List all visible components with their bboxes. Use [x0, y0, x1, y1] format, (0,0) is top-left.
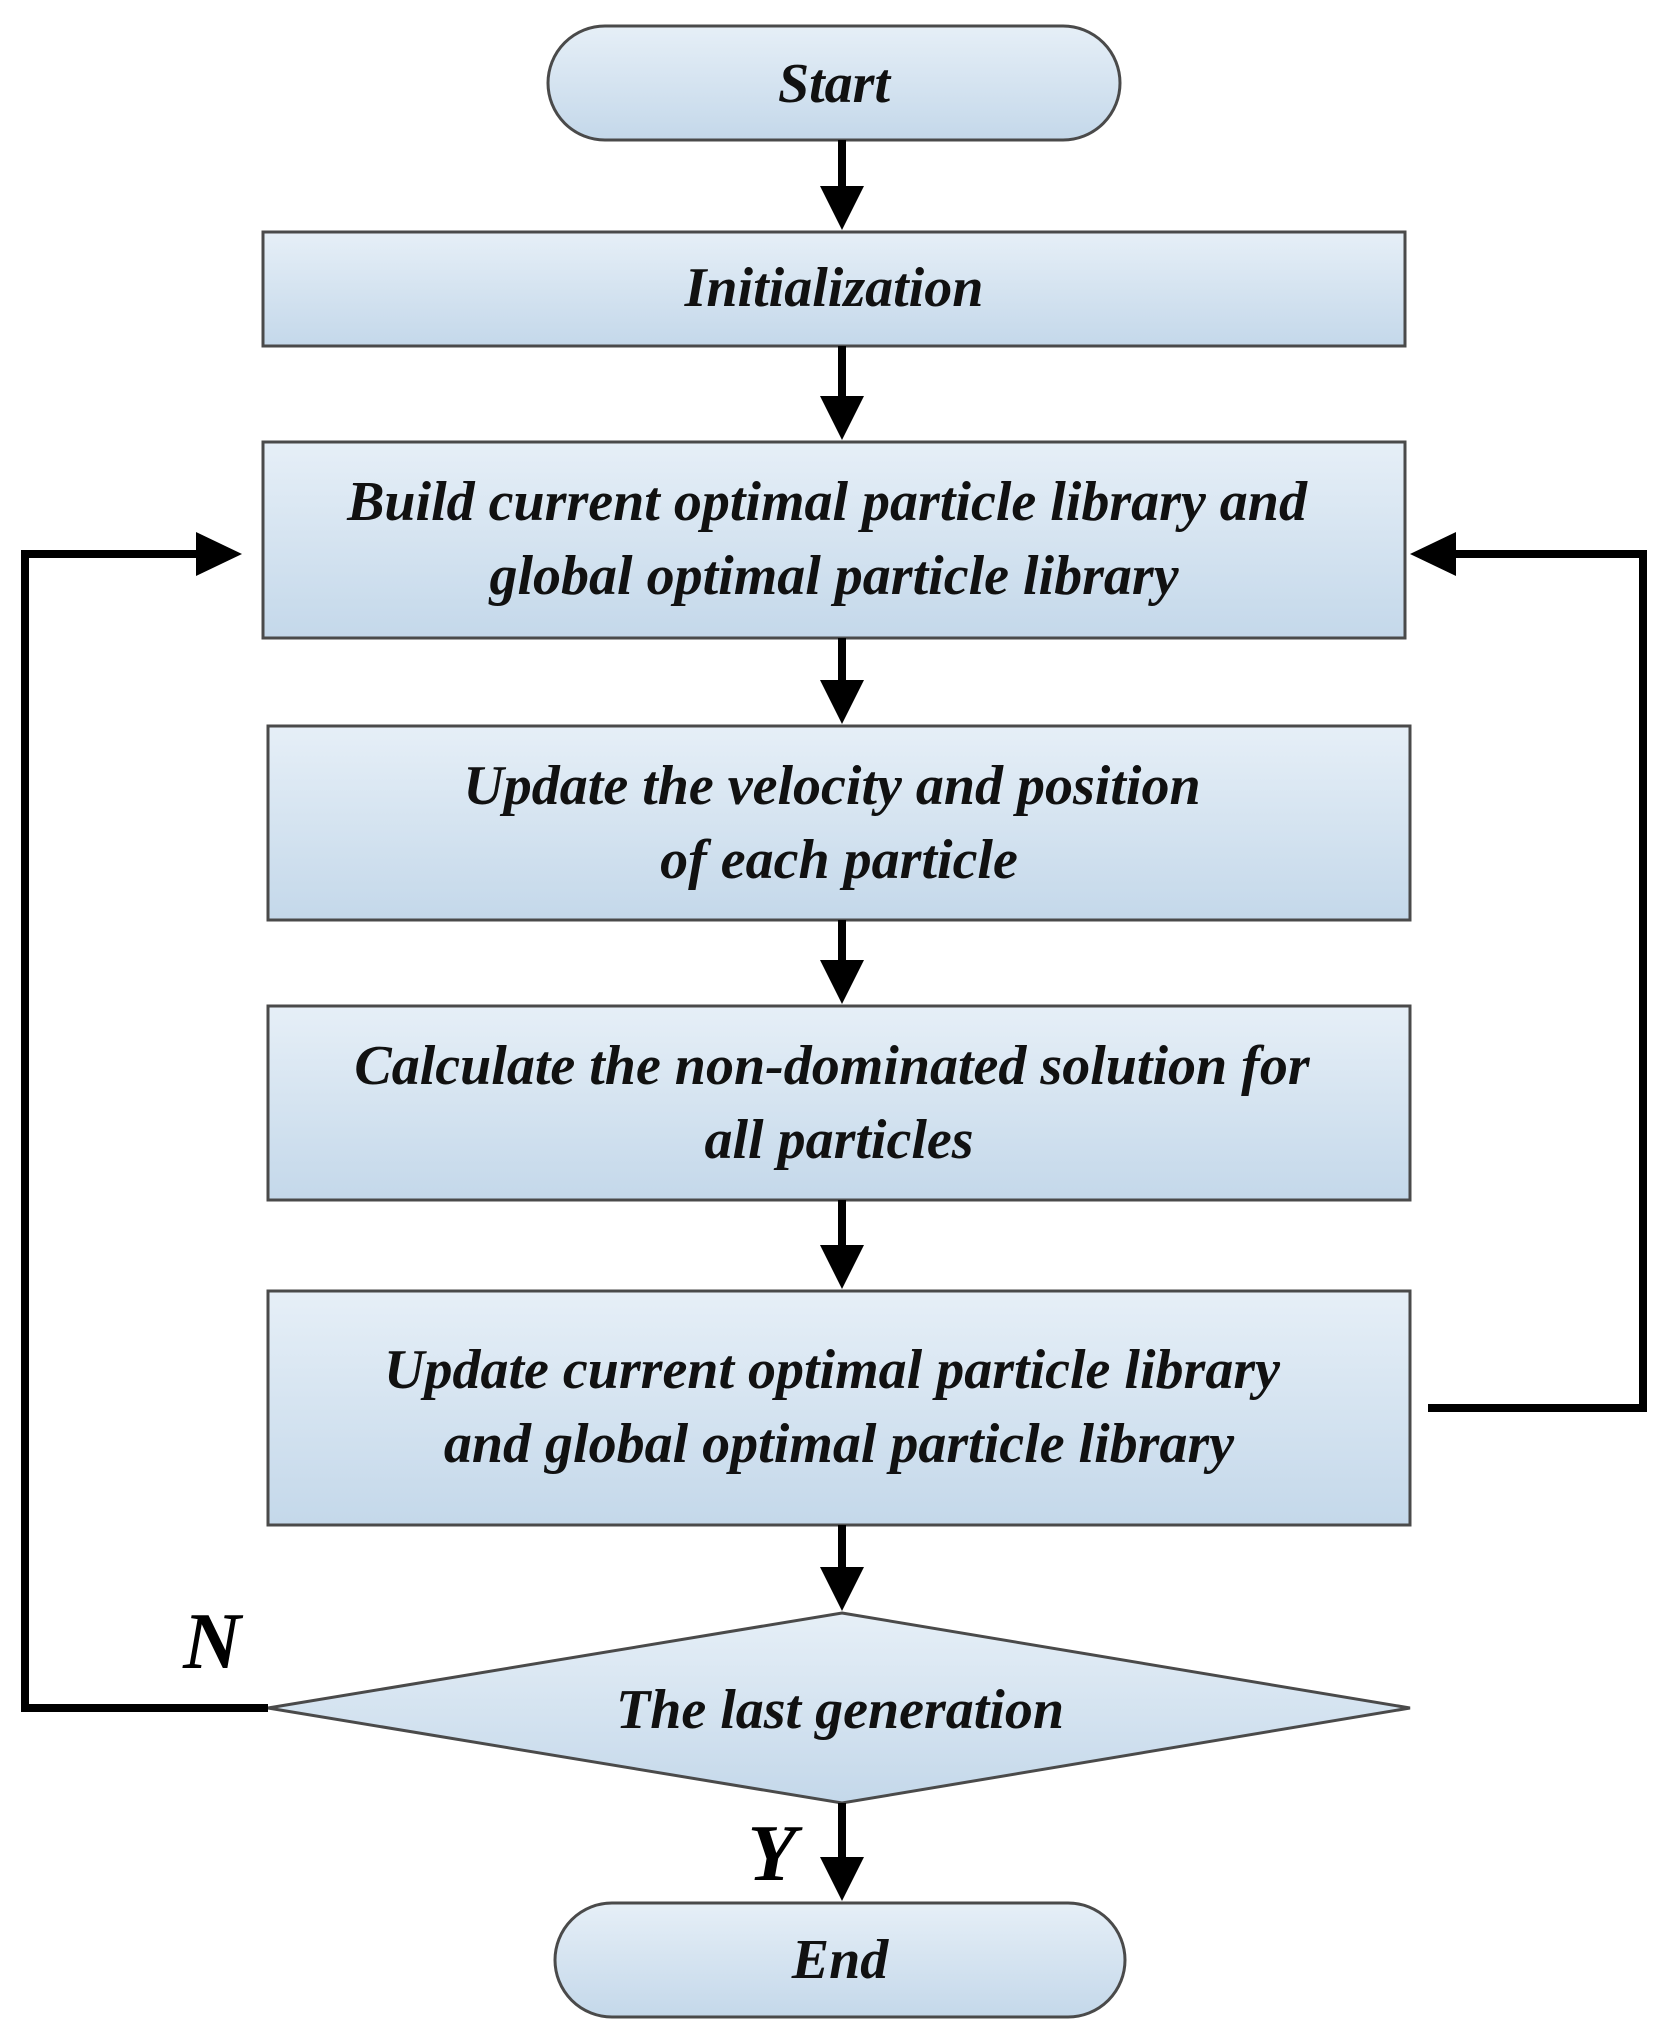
initialization-node: Initialization — [261, 230, 1407, 348]
arrow-init-to-build — [820, 346, 864, 440]
yes-branch-label: Y — [748, 1810, 803, 1898]
arrow-calculate-to-update-library — [820, 1200, 864, 1289]
arrow-update-library-to-decision — [820, 1525, 864, 1611]
initialization-label: Initialization — [684, 257, 984, 319]
start-node: Start — [546, 24, 1122, 142]
update-library-label-line-2: and global optimal particle library — [444, 1413, 1235, 1475]
start-label: Start — [778, 53, 891, 115]
update-velocity-node: Update the velocity and position of each… — [266, 724, 1412, 922]
decision-node: The last generation — [267, 1611, 1411, 1805]
arrow-build-to-update-velocity — [820, 638, 864, 724]
end-node: End — [553, 1901, 1127, 2019]
feedback-loop-right — [1410, 532, 1647, 1412]
arrow-decision-to-end — [820, 1803, 864, 1901]
svg-text:Update current optimal particl: Update current optimal particle library … — [384, 1339, 1294, 1475]
svg-text:Build current optimal particle: Build current optimal particle library a… — [346, 471, 1321, 607]
update-velocity-label-line-1: Update the velocity and position — [463, 755, 1200, 817]
arrow-start-to-init — [820, 140, 864, 230]
update-library-node: Update current optimal particle library … — [266, 1289, 1412, 1527]
update-velocity-label-line-2: of each particle — [660, 829, 1018, 891]
decision-label: The last generation — [616, 1679, 1064, 1741]
no-branch-label: N — [182, 1598, 244, 1686]
update-library-label-line-1: Update current optimal particle library — [384, 1339, 1281, 1401]
build-library-label-line-1: Build current optimal particle library a… — [346, 471, 1308, 533]
svg-text:Calculate the non-dominated so: Calculate the non-dominated solution for… — [354, 1035, 1323, 1171]
calculate-solution-label-line-1: Calculate the non-dominated solution for — [354, 1035, 1310, 1097]
no-branch-loop-left — [21, 532, 268, 1712]
build-library-label-line-2: global optimal particle library — [487, 545, 1179, 607]
arrow-update-velocity-to-calculate — [820, 920, 864, 1004]
end-label: End — [791, 1929, 889, 1991]
build-library-node: Build current optimal particle library a… — [261, 440, 1407, 640]
svg-text:Update the velocity and positi: Update the velocity and position of each… — [463, 755, 1214, 891]
calculate-solution-node: Calculate the non-dominated solution for… — [266, 1004, 1412, 1202]
calculate-solution-label-line-2: all particles — [704, 1109, 973, 1171]
